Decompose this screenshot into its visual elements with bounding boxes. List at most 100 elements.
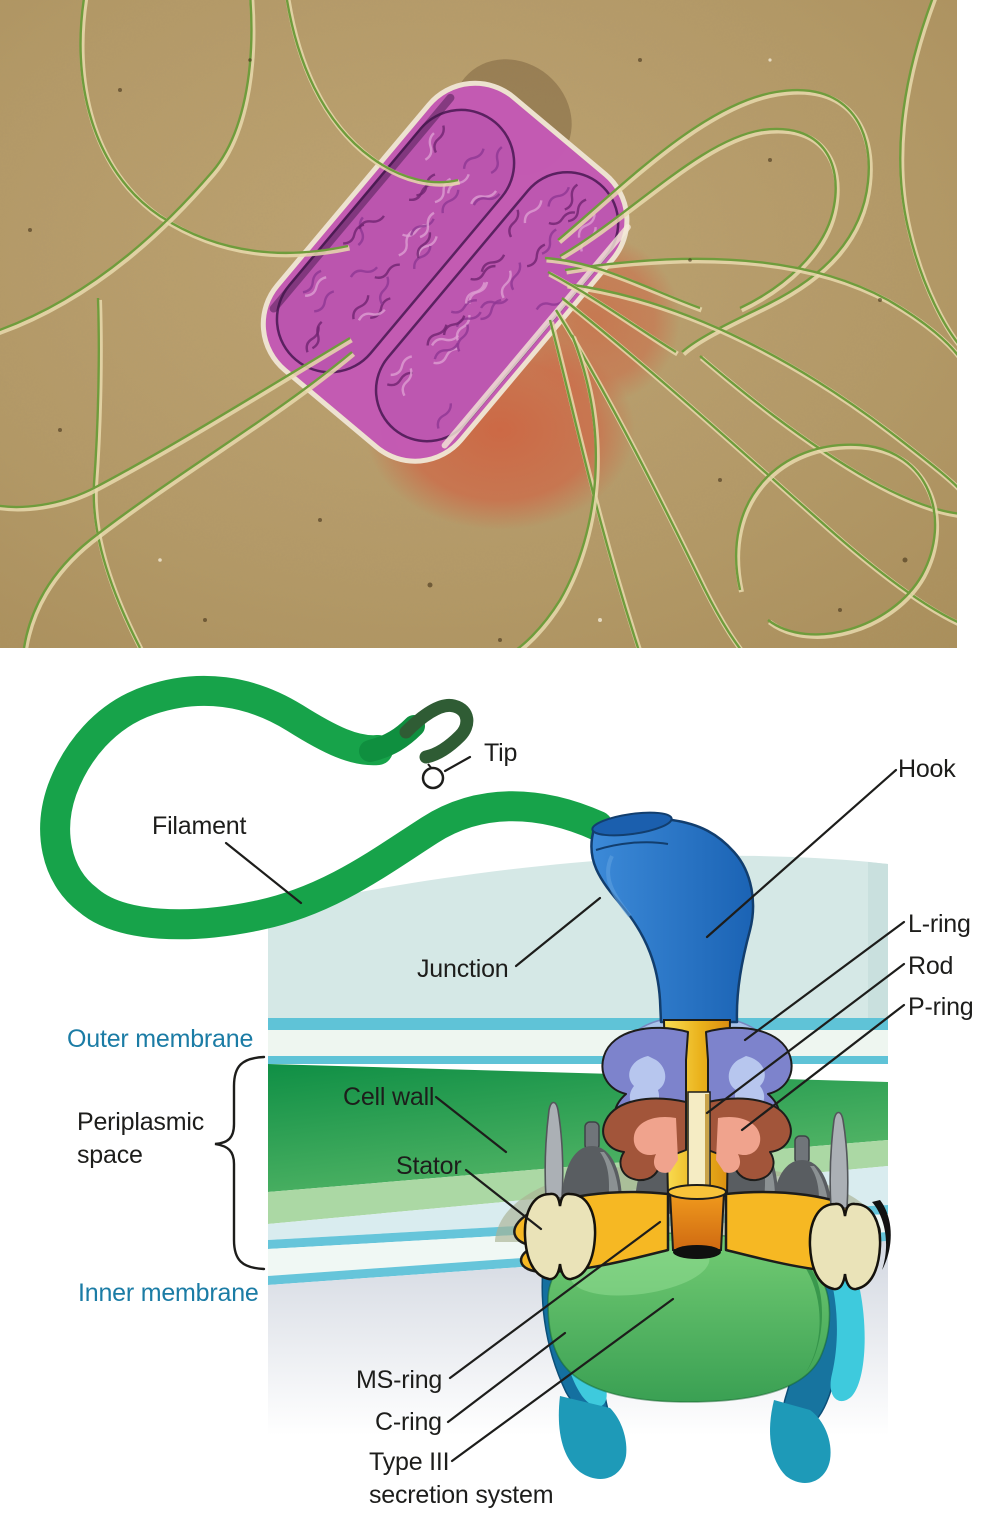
- flagellum-strand: [559, 127, 837, 310]
- periplasmic-space-brace: [214, 1055, 266, 1271]
- flagellum-strand: [899, 0, 957, 344]
- c-ring-label: C-ring: [375, 1408, 442, 1436]
- flagellum-strand: [516, 334, 597, 648]
- cell-texture-stroke: [523, 200, 543, 224]
- flagellum-strand: [79, 0, 349, 255]
- type-iii-leader-line: [450, 1297, 675, 1463]
- cell-texture-stroke: [480, 254, 506, 273]
- cell-wall-leader-line: [434, 1095, 508, 1154]
- flagellum-strand: [285, 0, 459, 184]
- cell-texture-stroke: [548, 211, 576, 226]
- flagella-filaments: [0, 0, 957, 648]
- periplasmic-space-line1: Periplasmic: [77, 1108, 204, 1136]
- flagellum-strand: [547, 270, 677, 354]
- flagellum-strand: [561, 297, 957, 623]
- outer-membrane-band: [268, 1030, 888, 1056]
- cell-texture-stroke: [398, 229, 414, 257]
- rod-leader-line: [705, 962, 906, 1115]
- cell-texture-stroke: [541, 228, 557, 255]
- type-iii-label: Type III secretion system: [369, 1446, 554, 1511]
- junction-label: Junction: [417, 955, 509, 983]
- cell-texture-stroke: [472, 193, 501, 206]
- cell-texture-stroke: [456, 324, 469, 352]
- c-ring-leader-line: [446, 1331, 567, 1424]
- cell-texture-stroke: [401, 368, 413, 397]
- cell-texture-stroke: [490, 146, 503, 174]
- flagellum-strand: [564, 257, 957, 357]
- type-iii-line1: Type III: [369, 1448, 450, 1476]
- cell-texture-stroke: [357, 216, 365, 246]
- flagellum-strand-shadow: [546, 257, 703, 313]
- cell-texture-stroke: [378, 276, 390, 305]
- flagellum-strand: [92, 297, 142, 648]
- cell-texture-stroke: [510, 262, 522, 291]
- periplasmic-space-label: Periplasmic space: [77, 1106, 204, 1171]
- cell-texture-stroke: [426, 324, 448, 346]
- tip-marker-circle: [421, 766, 445, 790]
- rod-label: Rod: [908, 952, 954, 980]
- cell-texture-stroke: [500, 270, 512, 299]
- cell-texture-stroke: [305, 276, 327, 297]
- cell-texture-stroke: [442, 315, 466, 336]
- flagellum-strand-shadow: [0, 337, 353, 512]
- cell-texture-stroke: [370, 297, 391, 320]
- cell-texture-stroke: [480, 298, 509, 309]
- cell-texture-stroke: [374, 263, 400, 279]
- filament-band: [40, 675, 613, 940]
- flagellum-strand: [548, 319, 640, 648]
- tip-label: Tip: [484, 739, 518, 767]
- cell-texture-stroke: [564, 183, 579, 211]
- hook-label: Hook: [898, 755, 956, 783]
- inner-membrane-label: Inner membrane: [78, 1279, 259, 1307]
- cell-texture-stroke: [480, 298, 502, 321]
- p-ring-leader-line: [740, 1003, 906, 1132]
- cell-texture-stroke: [436, 403, 452, 429]
- cell-texture-stroke: [386, 371, 413, 387]
- cell-texture-stroke: [311, 320, 323, 350]
- cell-texture-stroke: [390, 355, 413, 377]
- flagellum-strand: [0, 0, 253, 332]
- p-ring-label: P-ring: [908, 993, 974, 1021]
- ms-ring-shadow: [673, 1245, 721, 1259]
- flagellum-diagram-panel: [40, 675, 906, 1483]
- cell-texture-stroke: [441, 189, 460, 214]
- cell-texture-stroke: [470, 264, 496, 281]
- filament-leader-line: [224, 841, 303, 905]
- stator-unit: [523, 1101, 597, 1281]
- p-ring-structure: [602, 1097, 792, 1182]
- micrograph-panel: [0, 0, 957, 648]
- cell-wall-label: Cell wall: [343, 1083, 435, 1111]
- cell-texture-stroke: [535, 299, 565, 311]
- bright-specks: [158, 58, 772, 622]
- cell-texture-stroke: [433, 342, 459, 360]
- l-ring-leader-line: [743, 920, 906, 1042]
- cell-texture-stroke: [470, 190, 498, 205]
- stator-label: Stator: [396, 1152, 462, 1180]
- outer-membrane-stripe: [268, 1056, 888, 1064]
- junction-leader-line: [514, 896, 602, 968]
- ms-ring-leader-line: [448, 1220, 662, 1380]
- cell-texture-stroke: [419, 211, 435, 239]
- type-iii-line2: secretion system: [369, 1480, 554, 1509]
- flagellum-strand: [554, 309, 742, 648]
- flagellum-strand: [734, 443, 937, 636]
- flagellum-strand: [0, 336, 351, 509]
- cell-texture-stroke: [424, 132, 435, 161]
- cell-texture-stroke: [433, 125, 445, 154]
- tip-leader-line: [443, 755, 472, 773]
- leader-lines: [214, 755, 906, 1463]
- cell-body: [275, 108, 516, 374]
- outer-membrane-stripe: [268, 1018, 888, 1030]
- stator-leader-line: [464, 1168, 543, 1231]
- cell-texture-stroke: [413, 245, 432, 270]
- cell-texture-stroke: [430, 334, 460, 347]
- flagellar-motor: [513, 1019, 891, 1483]
- cell-texture-stroke: [410, 218, 435, 236]
- flagellum-strand: [544, 256, 701, 310]
- cell-texture-stroke: [567, 198, 587, 223]
- cell-texture-stroke: [314, 290, 335, 313]
- filament-tip: [399, 698, 474, 764]
- cell-texture-stroke: [349, 266, 379, 278]
- l-ring-label: L-ring: [908, 910, 971, 938]
